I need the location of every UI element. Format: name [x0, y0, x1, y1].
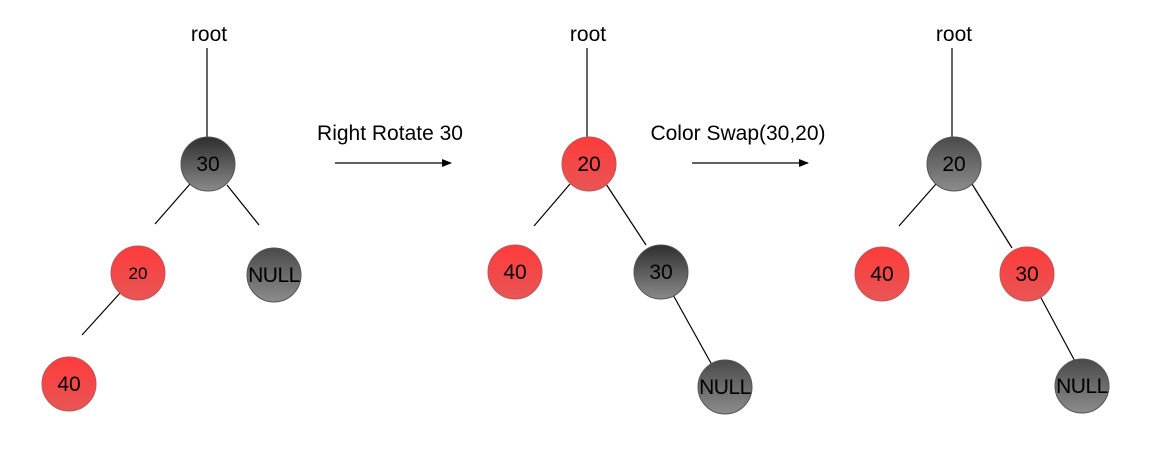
tree-node-20: 20 [561, 136, 617, 192]
tree-edge [671, 292, 713, 366]
node-value: 20 [129, 264, 148, 283]
transition-label: Color Swap(30,20) [650, 122, 825, 145]
tree-node-40: 40 [487, 244, 543, 300]
node-circle-red [854, 246, 910, 302]
tree-node-30: 30 [180, 136, 236, 192]
node-circle-grey [1054, 358, 1110, 414]
tree-step-1: root 30 20 NULL 40 [41, 23, 302, 412]
node-value: 40 [870, 263, 893, 286]
node-circle-red [999, 246, 1055, 302]
tree-edge [898, 183, 937, 227]
node-circle-grey [697, 359, 753, 415]
node-value: 20 [577, 153, 600, 176]
node-circle-black [180, 136, 236, 192]
root-label: root [936, 23, 972, 46]
node-circle-red [41, 356, 97, 412]
tree-edge [81, 291, 122, 336]
tree-node-40: 40 [854, 246, 910, 302]
transition-color-swap: Color Swap(30,20) [650, 122, 826, 167]
tree-step-2: root 20 40 30 NULL [487, 23, 753, 415]
node-value: NULL [248, 264, 300, 287]
transition-right-rotate: Right Rotate 30 [317, 122, 463, 167]
tree-node-null: NULL [1054, 358, 1110, 414]
root-label: root [570, 23, 606, 46]
node-value: 30 [649, 261, 672, 284]
tree-step-3: root 20 40 30 NULL [854, 23, 1110, 414]
tree-edge [971, 183, 1013, 249]
tree-node-40: 40 [41, 356, 97, 412]
tree-node-20: 20 [926, 136, 982, 192]
tree-edge [226, 184, 260, 226]
node-circle-red [110, 245, 166, 301]
node-circle-grey [926, 136, 982, 192]
node-value: 40 [503, 261, 526, 284]
tree-node-30: 30 [633, 244, 689, 300]
tree-node-null: NULL [246, 247, 302, 303]
tree-node-30: 30 [999, 246, 1055, 302]
node-value: NULL [699, 376, 751, 399]
node-value: 30 [1015, 263, 1038, 286]
tree-edge [605, 183, 647, 246]
node-value: 20 [942, 153, 965, 176]
tree-edge [1039, 295, 1078, 366]
transition-label: Right Rotate 30 [317, 122, 463, 145]
tree-node-20: 20 [110, 245, 166, 301]
node-circle-black [633, 244, 689, 300]
node-value: 30 [196, 153, 219, 176]
node-circle-red [561, 136, 617, 192]
tree-edge [154, 183, 191, 225]
node-value: 40 [57, 373, 80, 396]
tree-edge [533, 183, 571, 227]
node-circle-red [487, 244, 543, 300]
node-circle-grey [246, 247, 302, 303]
root-label: root [191, 23, 227, 46]
node-value: NULL [1056, 375, 1108, 398]
tree-node-null: NULL [697, 359, 753, 415]
